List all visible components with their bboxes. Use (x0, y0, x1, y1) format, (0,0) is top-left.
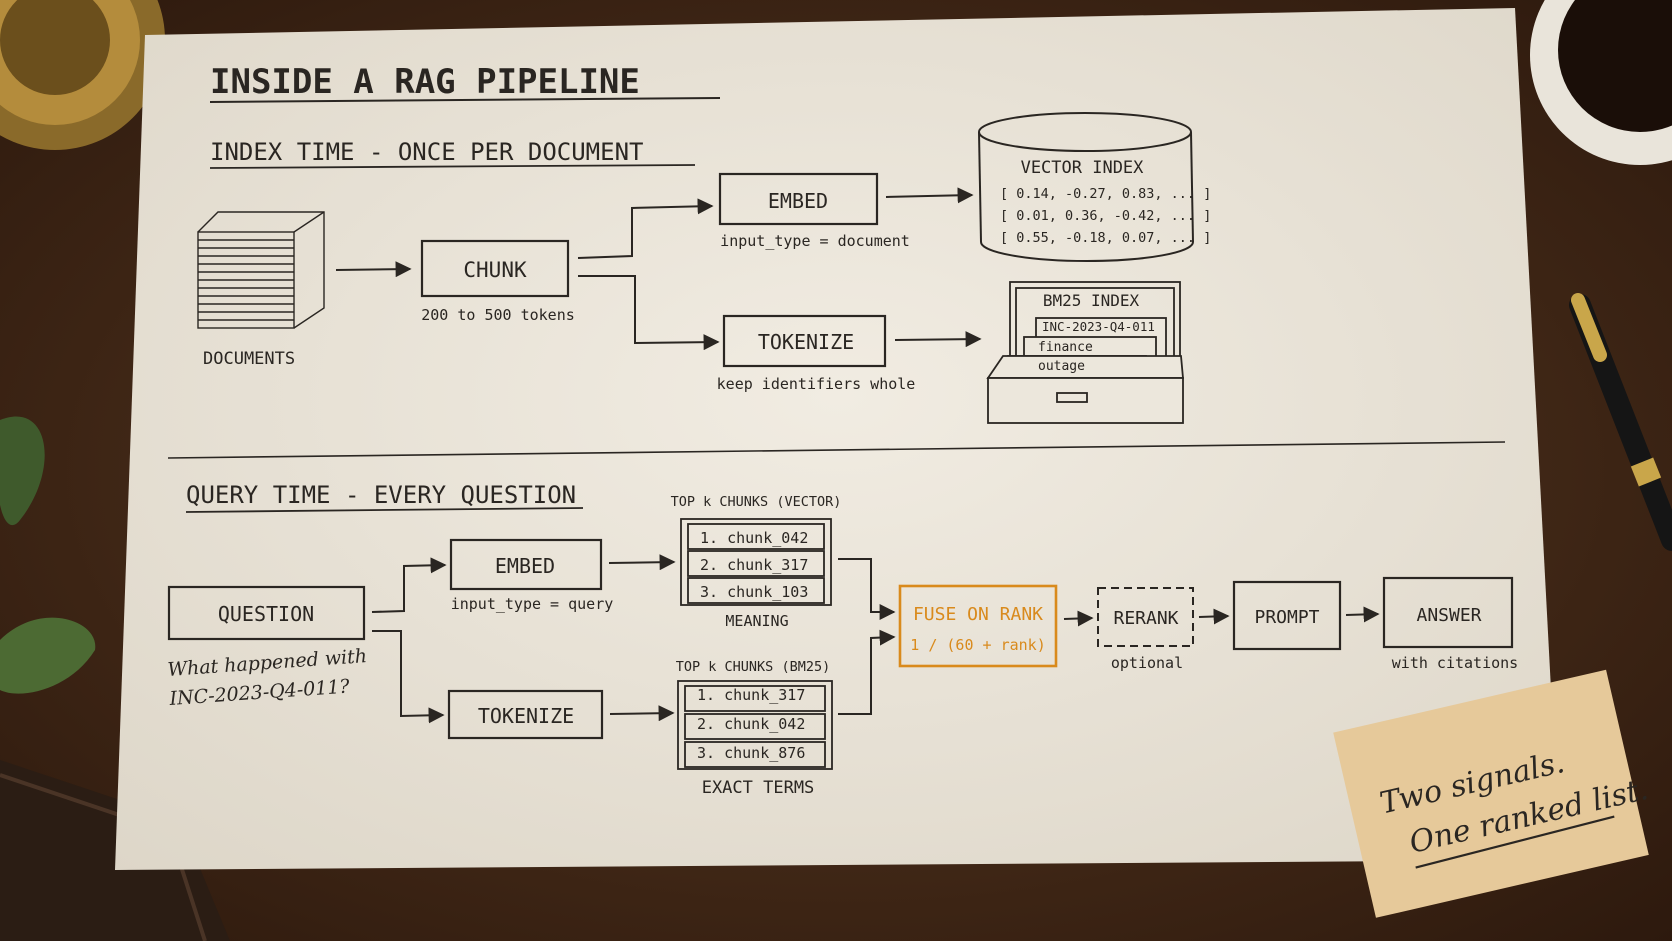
vector-results-list (680, 518, 832, 606)
index-heading-underline (209, 164, 696, 169)
bm25-card: finance (1038, 340, 1093, 355)
bm25-results-list (677, 680, 833, 770)
arrow-rerank-to-prompt (1198, 608, 1230, 625)
answer-box (1382, 576, 1514, 649)
fuse-label: FUSE ON RANK (913, 604, 1043, 625)
sticky-note: Two signals. One ranked list. (1333, 669, 1651, 918)
documents-label: DOCUMENTS (203, 349, 295, 369)
arrow-question-to-embed (371, 557, 447, 613)
answer-label: ANSWER (1416, 605, 1481, 626)
rerank-label: RERANK (1113, 608, 1178, 629)
vector-index-label: VECTOR INDEX (1021, 158, 1145, 178)
chunk-label: CHUNK (463, 258, 527, 282)
bm25-result-item: 2. chunk_042 (697, 715, 805, 733)
section-divider (167, 441, 1506, 459)
query-embed-note: input_type = query (451, 595, 614, 613)
prompt-label: PROMPT (1254, 607, 1319, 628)
chunk-note: 200 to 500 tokens (421, 306, 575, 324)
title-underline (209, 97, 721, 103)
brass-object (0, 0, 165, 150)
query-embed-label: EMBED (495, 554, 555, 578)
vector-result-item: 2. chunk_317 (700, 556, 808, 574)
query-tokenize-box (447, 689, 604, 740)
arrow-bm25-to-fuse (838, 629, 896, 715)
answer-note: with citations (1392, 654, 1518, 672)
bm25-index-drawer-icon (986, 281, 1184, 424)
fuse-formula: 1 / (60 + rank) (910, 636, 1045, 654)
arrow-fuse-to-rerank (1063, 610, 1094, 627)
fuse-on-rank-box (898, 584, 1058, 668)
bm25-results-caption: EXACT TERMS (702, 778, 815, 798)
index-embed-note: input_type = document (720, 232, 910, 250)
arrow-tokenize-to-bm25-results (609, 705, 675, 722)
vector-results-title: TOP k CHUNKS (VECTOR) (671, 494, 842, 510)
index-tokenize-box (722, 314, 887, 368)
bm25-result-item: 1. chunk_317 (697, 686, 805, 704)
rerank-note: optional (1111, 654, 1183, 672)
vector-results-caption: MEANING (725, 612, 788, 630)
bm25-result-item: 3. chunk_876 (697, 744, 805, 762)
index-time-heading: INDEX TIME - ONCE PER DOCUMENT (210, 138, 643, 166)
vector-row: [ 0.01, 0.36, -0.42, ... ] (1000, 208, 1211, 224)
page-title: INSIDE A RAG PIPELINE (210, 62, 640, 102)
index-embed-label: EMBED (768, 189, 828, 213)
arrow-docs-to-chunk (335, 261, 412, 278)
arrow-chunk-to-tokenize (578, 275, 720, 351)
query-time-heading: QUERY TIME - EVERY QUESTION (186, 481, 576, 509)
vector-result-item: 1. chunk_042 (700, 529, 808, 547)
index-tokenize-label: TOKENIZE (758, 330, 854, 354)
bm25-card: outage (1038, 359, 1085, 374)
index-tokenize-note: keep identifiers whole (717, 375, 916, 393)
vector-row: [ 0.14, -0.27, 0.83, ... ] (1000, 186, 1211, 202)
vector-result-item: 3. chunk_103 (700, 583, 808, 601)
question-box (167, 585, 366, 641)
bm25-card: INC-2023-Q4-011 (1042, 319, 1155, 334)
chunk-box (420, 239, 570, 298)
coffee-cup (1530, 0, 1672, 165)
arrow-tokenize-to-bm25 (894, 331, 982, 348)
arrow-embed-to-vector-index (885, 187, 974, 204)
query-embed-box (449, 538, 603, 591)
arrow-prompt-to-answer (1345, 606, 1380, 623)
vector-index-cylinder (978, 112, 1194, 262)
paper-sheet (115, 8, 1560, 870)
arrow-question-to-tokenize (372, 630, 445, 724)
sticky-underline (1415, 815, 1615, 869)
arrow-chunk-to-embed (577, 198, 714, 259)
arrow-embed-to-vector-results (608, 554, 676, 571)
question-label: QUESTION (218, 602, 314, 626)
rerank-box (1097, 587, 1194, 647)
bm25-index-label: BM25 INDEX (1043, 291, 1140, 310)
arrow-vector-to-fuse (838, 558, 896, 620)
documents-stack-icon (197, 211, 325, 329)
query-tokenize-label: TOKENIZE (478, 704, 574, 728)
vector-row: [ 0.55, -0.18, 0.07, ... ] (1000, 230, 1211, 246)
pen (1569, 293, 1672, 551)
query-heading-underline (185, 507, 584, 513)
plant-leaves (0, 416, 96, 694)
bm25-results-title: TOP k CHUNKS (BM25) (676, 659, 830, 675)
prompt-box (1232, 580, 1342, 651)
index-embed-box (718, 172, 879, 226)
